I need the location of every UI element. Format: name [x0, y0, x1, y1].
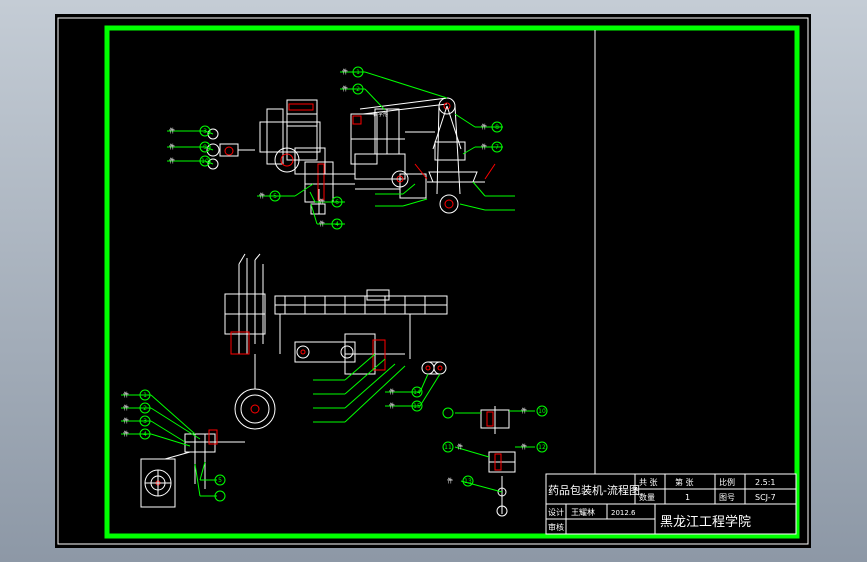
- part-balloons: [139, 66, 548, 502]
- balloon-top-10: 10: [201, 158, 209, 165]
- prefix-top-5: 件: [259, 192, 265, 200]
- top-assembly: [206, 97, 496, 215]
- prefix-top-1: 件: [342, 68, 348, 76]
- balloon-bl-5: 5: [218, 477, 222, 484]
- balloon-br-11: 11: [444, 444, 452, 451]
- drawing-viewport[interactable]: 1 2 3 4 5 6 7 8 9 10 14 15 1 2 3 4 5 10 …: [55, 14, 811, 548]
- prefix-br-12: 件: [521, 443, 527, 451]
- prefix-mid-15: 件: [389, 402, 395, 410]
- prefix-top-8: 件: [481, 123, 487, 131]
- balloon-mid-15: 15: [413, 403, 421, 410]
- balloon-top-4: 4: [335, 221, 339, 228]
- drawing-no-value: SCJ-7: [755, 493, 776, 502]
- prefix-bl-3: 件: [123, 417, 129, 425]
- balloon-numbers: 1 2 3 4 5 6 7 8 9 10 14 15 1 2 3 4 5 10 …: [143, 69, 546, 485]
- prefix-top-6: 件: [319, 198, 325, 206]
- designer-name: 王耀林: [571, 507, 595, 517]
- balloon-top-7: 7: [495, 144, 499, 151]
- balloon-top-2: 2: [356, 86, 360, 93]
- prefix-br-11: 件: [457, 443, 463, 451]
- prefix-top-7: 件: [481, 143, 487, 151]
- balloon-mid-14: 14: [413, 389, 421, 396]
- prefix-bl-1: 件: [123, 391, 129, 399]
- balloon-top-8: 8: [495, 124, 499, 131]
- balloon-top-6: 6: [335, 199, 339, 206]
- scale-value: 2.5:1: [755, 478, 776, 487]
- small-note-text: 日字形: [373, 111, 388, 118]
- prefix-br-13: 件: [447, 477, 453, 485]
- quantity-label: 数量: [639, 492, 655, 502]
- scale-label: 比例: [719, 477, 735, 487]
- prefix-top-2: 件: [342, 85, 348, 93]
- balloon-br-12: 12: [538, 444, 546, 451]
- prefix-br-10: 件: [521, 407, 527, 415]
- balloon-top-9: 9: [203, 144, 207, 151]
- prefix-bl-4: 件: [123, 430, 129, 438]
- leader-lines: [121, 71, 535, 497]
- balloon-bl-4: 4: [143, 431, 147, 438]
- prefix-top-3: 件: [169, 127, 175, 135]
- bottom-right-assembly: [480, 406, 516, 517]
- balloon-bl-1: 1: [143, 392, 147, 399]
- balloon-top-3: 3: [203, 128, 207, 135]
- prefix-top-10: 件: [169, 157, 175, 165]
- leader-prefixes: 件 件 件 件 件 件 件 件 件 件 件 件 件 件 件 件 件 件 件 件 …: [123, 68, 527, 485]
- balloon-top-5: 5: [273, 193, 277, 200]
- designer-label: 设计: [548, 507, 564, 517]
- bottom-left-assembly: [140, 429, 245, 508]
- material-label: 共 张: [639, 478, 658, 487]
- sheet-outer-border: [57, 17, 809, 545]
- prefix-mid-14: 件: [389, 388, 395, 396]
- drawing-frame: [104, 25, 800, 539]
- sheet-label: 第 张: [675, 477, 694, 487]
- balloon-bl-2: 2: [143, 405, 147, 412]
- cad-drawing: 1 2 3 4 5 6 7 8 9 10 14 15 1 2 3 4 5 10 …: [57, 17, 809, 545]
- design-date: 2012.6: [611, 509, 636, 517]
- institution-name: 黑龙江工程学院: [660, 514, 751, 530]
- prefix-top-9: 件: [169, 143, 175, 151]
- reviewer-label: 审核: [548, 522, 564, 532]
- balloon-br-13: 13: [464, 478, 472, 485]
- balloon-br-10: 10: [538, 408, 546, 415]
- balloon-bl-3: 3: [143, 418, 147, 425]
- drawing-title: 药品包装机-流程图: [548, 483, 640, 497]
- quantity-value: 1: [685, 493, 690, 502]
- drawing-no-label: 图号: [719, 493, 735, 502]
- prefix-top-4: 件: [319, 220, 325, 228]
- balloon-top-1: 1: [356, 69, 360, 76]
- prefix-bl-2: 件: [123, 404, 129, 412]
- title-block: 药品包装机-流程图 共 张 第 张 比例 2.5:1 数量 1 图号 SCJ-7…: [545, 473, 797, 535]
